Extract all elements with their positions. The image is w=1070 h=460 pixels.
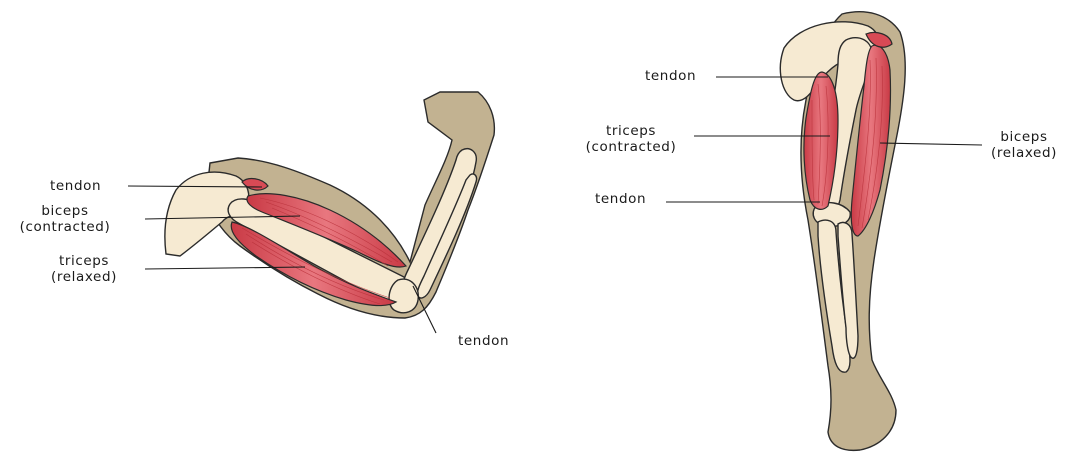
label-bent-tendon-lower: tendon — [458, 333, 509, 349]
bent-arm-figure — [165, 92, 494, 318]
label-straight-biceps: biceps — [1000, 129, 1047, 145]
label-straight-biceps-state: (relaxed) — [991, 145, 1057, 161]
label-straight-tendon-upper: tendon — [645, 68, 696, 84]
label-straight-tendon-lower: tendon — [595, 191, 646, 207]
label-straight-triceps-state: (contracted) — [586, 139, 677, 155]
label-straight-triceps: triceps — [606, 123, 656, 139]
label-bent-biceps: biceps — [41, 203, 88, 219]
label-bent-triceps: triceps — [59, 253, 109, 269]
label-bent-triceps-state: (relaxed) — [51, 269, 117, 285]
bent-arm-elbow — [389, 279, 418, 313]
label-bent-biceps-state: (contracted) — [20, 219, 111, 235]
label-bent-tendon-upper: tendon — [50, 178, 101, 194]
